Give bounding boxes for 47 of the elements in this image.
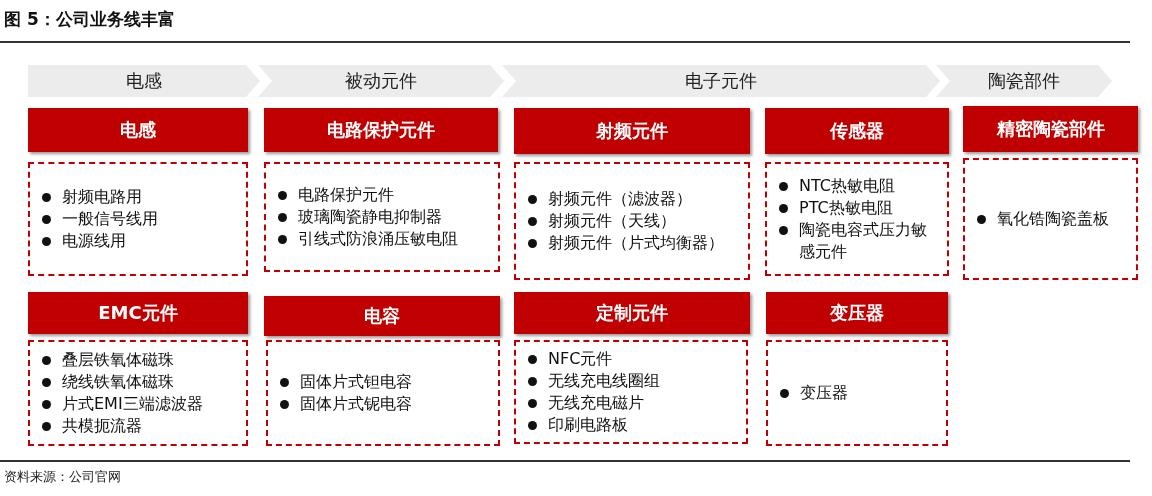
- category-header: EMC元件: [28, 292, 248, 334]
- category-header: 变压器: [766, 292, 948, 334]
- chevron-banner: 被动元件: [258, 65, 504, 97]
- list-item: 无线充电磁片: [548, 393, 644, 412]
- dashed-panel: [514, 340, 748, 444]
- chevron-banner: 电感: [28, 65, 260, 97]
- list-item: 玻璃陶瓷静电抑制器: [298, 207, 442, 226]
- category-header: 定制元件: [514, 292, 750, 334]
- dashed-panel: [264, 162, 500, 272]
- category-header: 精密陶瓷部件: [963, 106, 1138, 152]
- dashed-panel: [28, 162, 248, 276]
- list-item: 射频元件（片式均衡器）: [548, 233, 724, 252]
- chevron-banner: 陶瓷部件: [936, 65, 1112, 97]
- list-item: 射频元件（滤波器）: [548, 189, 692, 208]
- list-item: 射频电路用: [62, 187, 142, 206]
- category-header: 射频元件: [514, 108, 750, 154]
- list-item: 固体片式钽电容: [300, 372, 412, 391]
- list-item: NFC元件: [548, 349, 613, 368]
- figure-title: 图 5：公司业务线丰富: [4, 8, 175, 31]
- list-item: 绕线铁氧体磁珠: [62, 372, 174, 391]
- dashed-panel: [514, 162, 750, 280]
- list-item: 片式EMI三端滤波器: [62, 394, 203, 413]
- list-item: 印刷电路板: [548, 415, 628, 434]
- list-item: 变压器: [800, 383, 848, 402]
- list-item: 射频元件（天线）: [548, 211, 676, 230]
- dashed-panel: [266, 340, 500, 446]
- dashed-panel: [28, 340, 248, 446]
- list-item: NTC热敏电阻: [799, 176, 895, 195]
- list-item: 共模扼流器: [62, 416, 142, 435]
- category-header: 电感: [28, 108, 248, 152]
- category-header: 传感器: [765, 108, 949, 154]
- dashed-panel: [765, 162, 949, 276]
- source-note: 资料来源：公司官网: [4, 468, 121, 486]
- list-item: 氧化锆陶瓷盖板: [997, 209, 1109, 228]
- list-item: 固体片式铌电容: [300, 394, 412, 413]
- dashed-panel: [766, 340, 948, 446]
- list-item: 叠层铁氧体磁珠: [62, 350, 174, 369]
- category-header: 电容: [264, 296, 500, 336]
- list-item: 电源线用: [62, 231, 126, 250]
- list-item: 无线充电线圈组: [548, 371, 660, 390]
- list-item: 陶瓷电容式压力敏感元件: [799, 220, 927, 261]
- list-item: PTC热敏电阻: [799, 198, 893, 217]
- list-item: 电路保护元件: [298, 185, 394, 204]
- dashed-panel: [963, 158, 1138, 280]
- category-header: 电路保护元件: [264, 108, 498, 152]
- list-item: 引线式防浪涌压敏电阻: [298, 229, 458, 248]
- list-item: 一般信号线用: [62, 209, 158, 228]
